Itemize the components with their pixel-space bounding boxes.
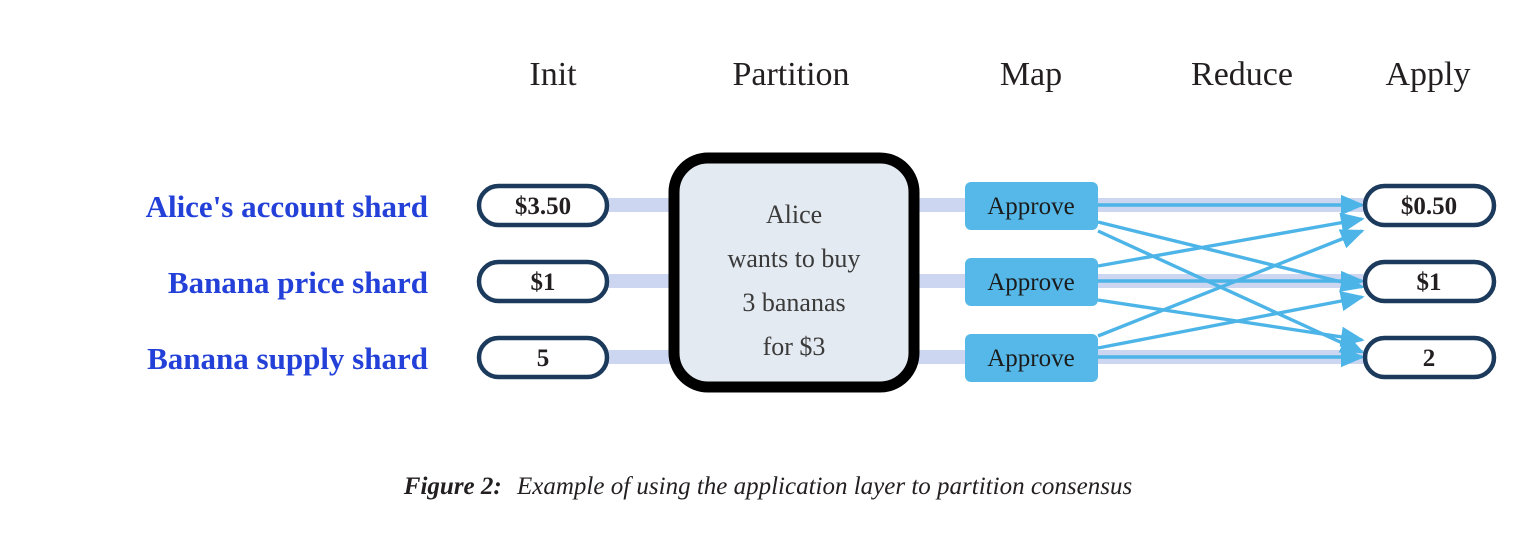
partition-box[interactable]: Alice wants to buy 3 bananas for $3 [668,152,920,393]
map-box-row2-shape [965,258,1098,306]
map-box-row1-shape [965,182,1098,230]
band-init-partition-row1 [600,198,678,212]
band-init-partition-row2 [600,274,678,288]
column-headers: Init Partition Map Reduce Apply [529,56,1470,93]
reduce-arrows [1097,194,1365,368]
apply-pill-row1[interactable]: $0.50 [1362,183,1497,228]
map-box-row1[interactable]: Approve [965,182,1098,230]
map-box-row3-label: Approve [987,345,1074,372]
figure-caption-body: Example of using the application layer t… [516,473,1132,500]
init-pill-row1-value: $3.50 [515,193,571,220]
map-box-row3-shape [965,334,1098,382]
apply-column: $0.50 $1 2 [1362,183,1497,380]
reduce-arrow-map1-apply2 [1097,220,1365,292]
init-pill-row3-value: 5 [537,345,550,372]
band-init-partition-row3 [600,350,678,364]
init-pill-row3-shape [476,335,610,380]
column-header-partition: Partition [732,56,849,93]
band-partition-map-row2 [910,274,972,288]
row-label-banana-supply-shard: Banana supply shard [147,341,428,376]
partition-line-1: Alice [766,200,822,229]
partition-box-shape [668,152,920,393]
map-box-row3[interactable]: Approve [965,334,1098,382]
column-header-reduce: Reduce [1191,56,1293,93]
apply-pill-row3-value: 2 [1423,345,1436,372]
apply-pill-row2-shape [1362,259,1497,304]
row-labels: Alice's account shard Banana price shard… [146,189,428,376]
apply-pill-row3[interactable]: 2 [1362,335,1497,380]
apply-pill-row1-value: $0.50 [1401,193,1457,220]
map-box-row1-label: Approve [987,193,1074,220]
init-column: $3.50 $1 5 [476,183,610,380]
row-label-alice-account-shard: Alice's account shard [146,189,428,224]
apply-pill-row2-value: $1 [1417,269,1442,296]
band-partition-map-row3 [910,350,972,364]
map-box-row2-label: Approve [987,269,1074,296]
init-pill-row2-value: $1 [531,269,556,296]
partition-line-2: wants to buy [728,244,861,273]
partition-line-4: for $3 [763,332,826,361]
band-partition-map-row1 [910,198,972,212]
init-pill-row2[interactable]: $1 [476,259,610,304]
init-pill-row2-shape [476,259,610,304]
figure-caption-label: Figure 2: [403,473,502,500]
reduce-arrow-map3-apply2 [1097,290,1365,350]
row-label-banana-price-shard: Banana price shard [168,265,428,300]
map-box-row2[interactable]: Approve [965,258,1098,306]
column-header-init: Init [529,56,577,93]
reduce-arrow-map3-apply1 [1097,229,1365,338]
init-pill-row1[interactable]: $3.50 [476,183,610,228]
column-header-map: Map [1000,56,1062,93]
init-pill-row3[interactable]: 5 [476,335,610,380]
figure-caption: Figure 2: Example of using the applicati… [403,473,1132,500]
column-header-apply: Apply [1386,56,1471,93]
partition-line-3: 3 bananas [742,288,845,317]
init-pill-row1-shape [476,183,610,228]
apply-pill-row1-shape [1362,183,1497,228]
apply-pill-row2[interactable]: $1 [1362,259,1497,304]
reduce-arrow-map2-apply1 [1097,212,1365,268]
reduce-arrow-map2-apply3 [1097,298,1365,347]
apply-pill-row3-shape [1362,335,1497,380]
map-column: Approve Approve Approve [965,182,1098,382]
